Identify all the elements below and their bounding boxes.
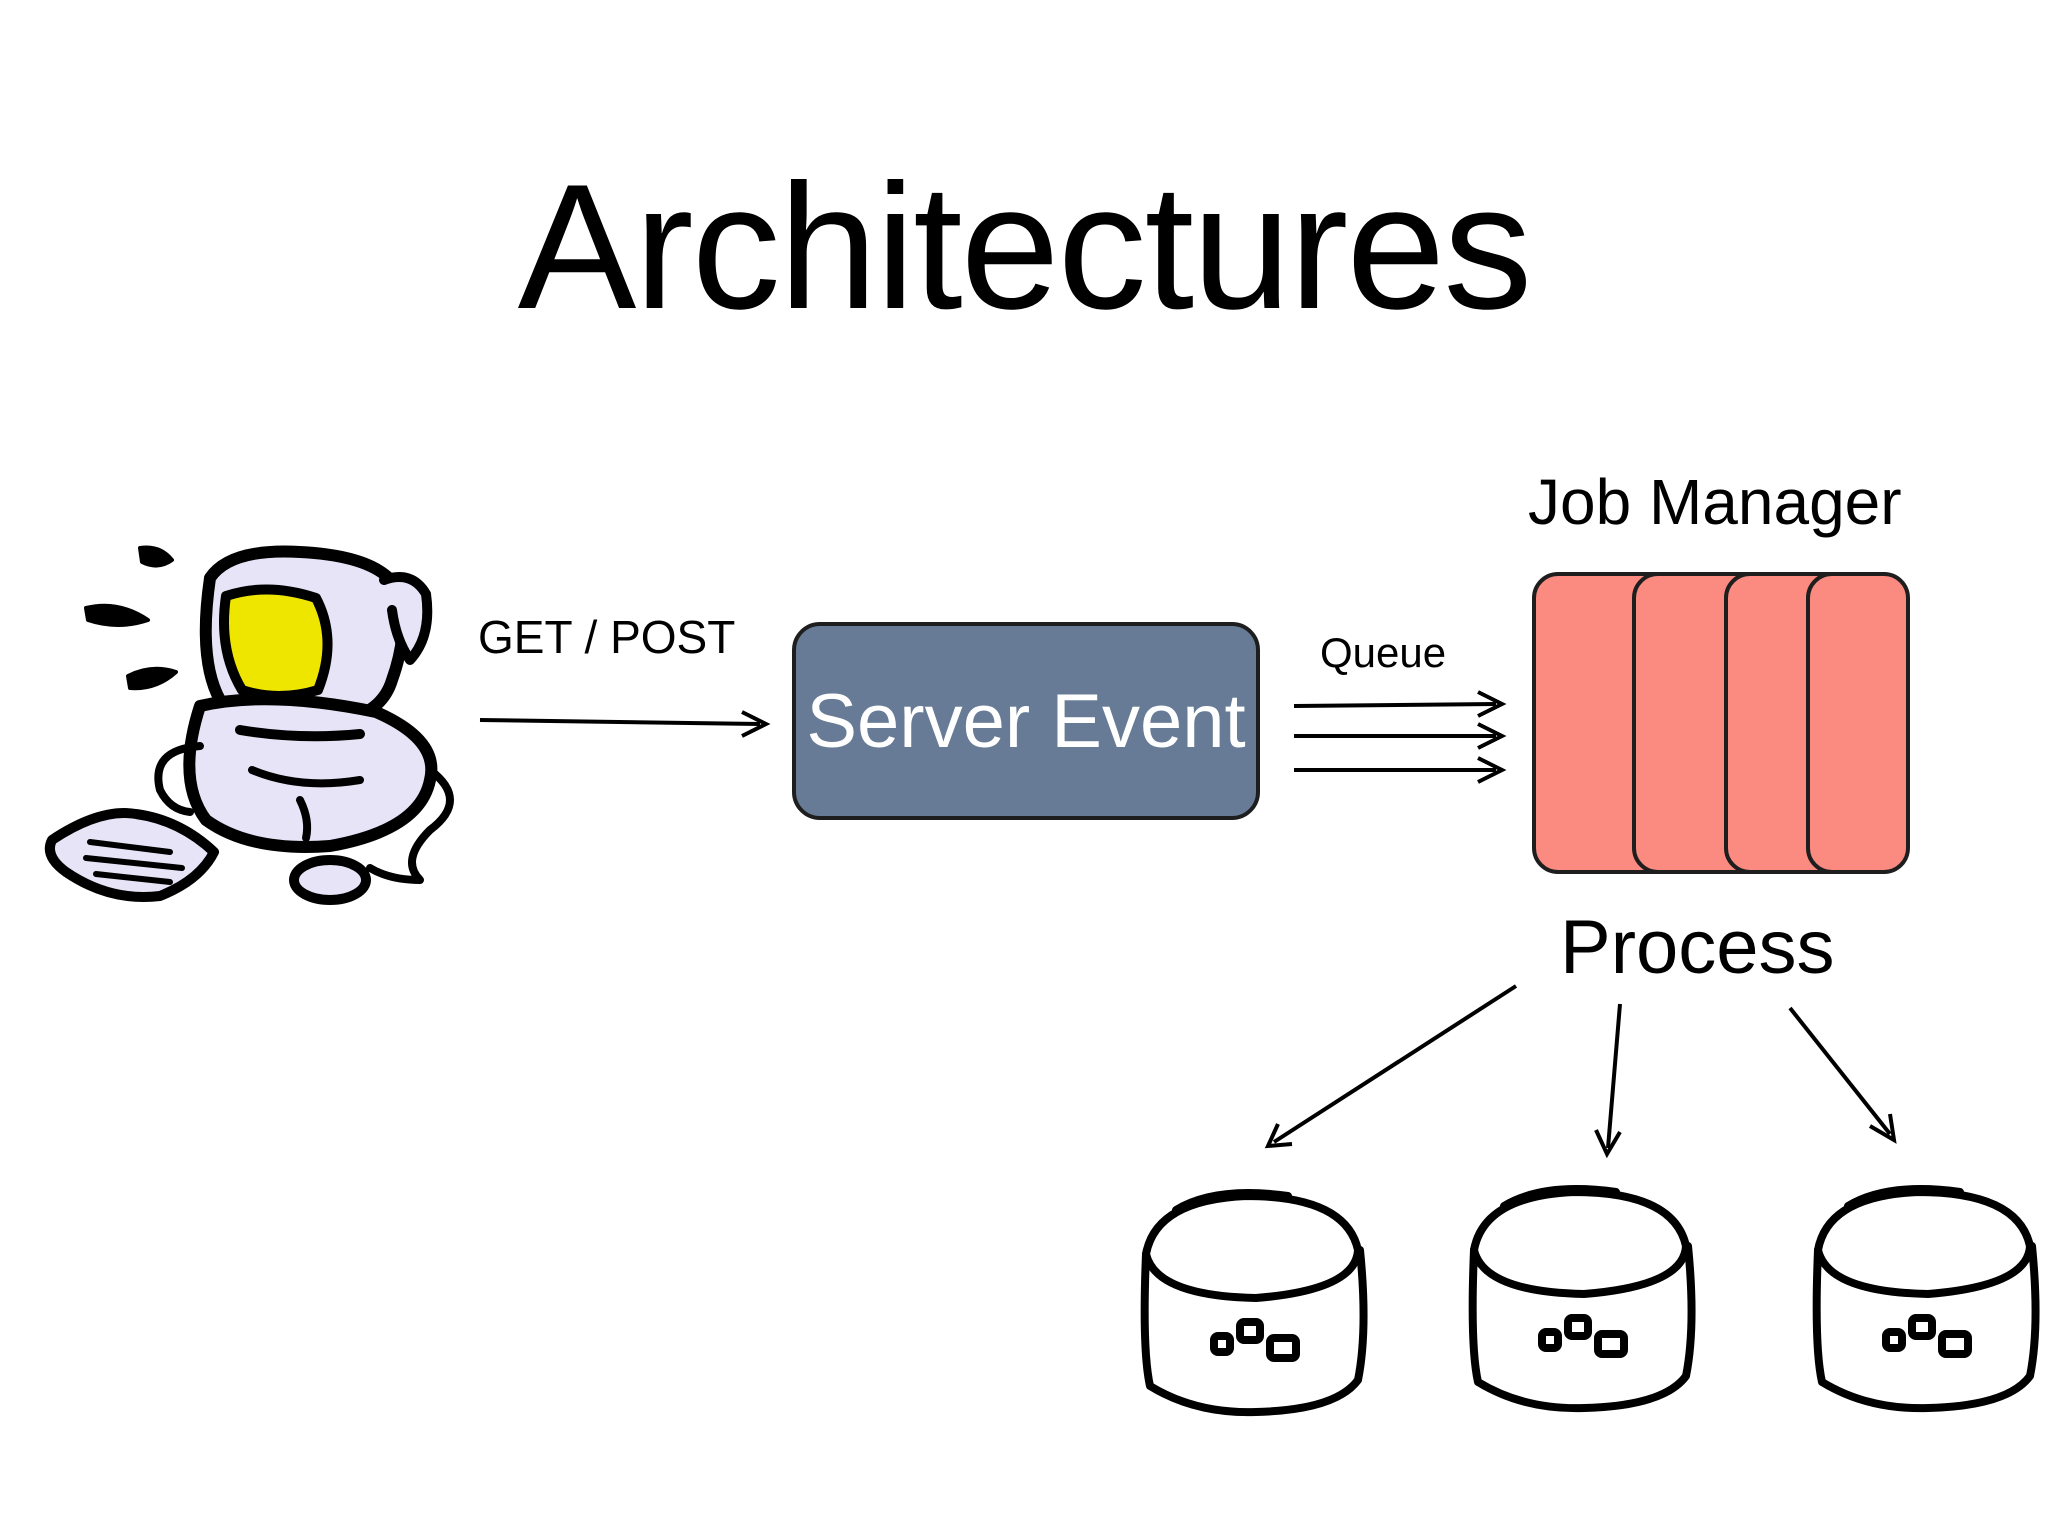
database-icon — [1140, 1189, 1368, 1417]
server-event-box: Server Event — [792, 622, 1260, 820]
database-icon — [1812, 1185, 2040, 1413]
job-manager-label: Job Manager — [1528, 466, 1902, 538]
job-manager-stack — [1532, 572, 1910, 874]
request-label: GET / POST — [478, 611, 736, 663]
computer-icon — [44, 545, 454, 905]
queue-arrows — [1293, 690, 1507, 784]
process-arrows — [1264, 984, 1897, 1159]
job-worker-box — [1806, 572, 1910, 874]
request-arrow — [479, 710, 771, 738]
server-event-label: Server Event — [806, 678, 1246, 764]
database-icon — [1468, 1185, 1696, 1413]
process-label: Process — [1560, 905, 1835, 990]
slide-title: Architectures — [517, 147, 1533, 346]
queue-label: Queue — [1320, 629, 1447, 676]
